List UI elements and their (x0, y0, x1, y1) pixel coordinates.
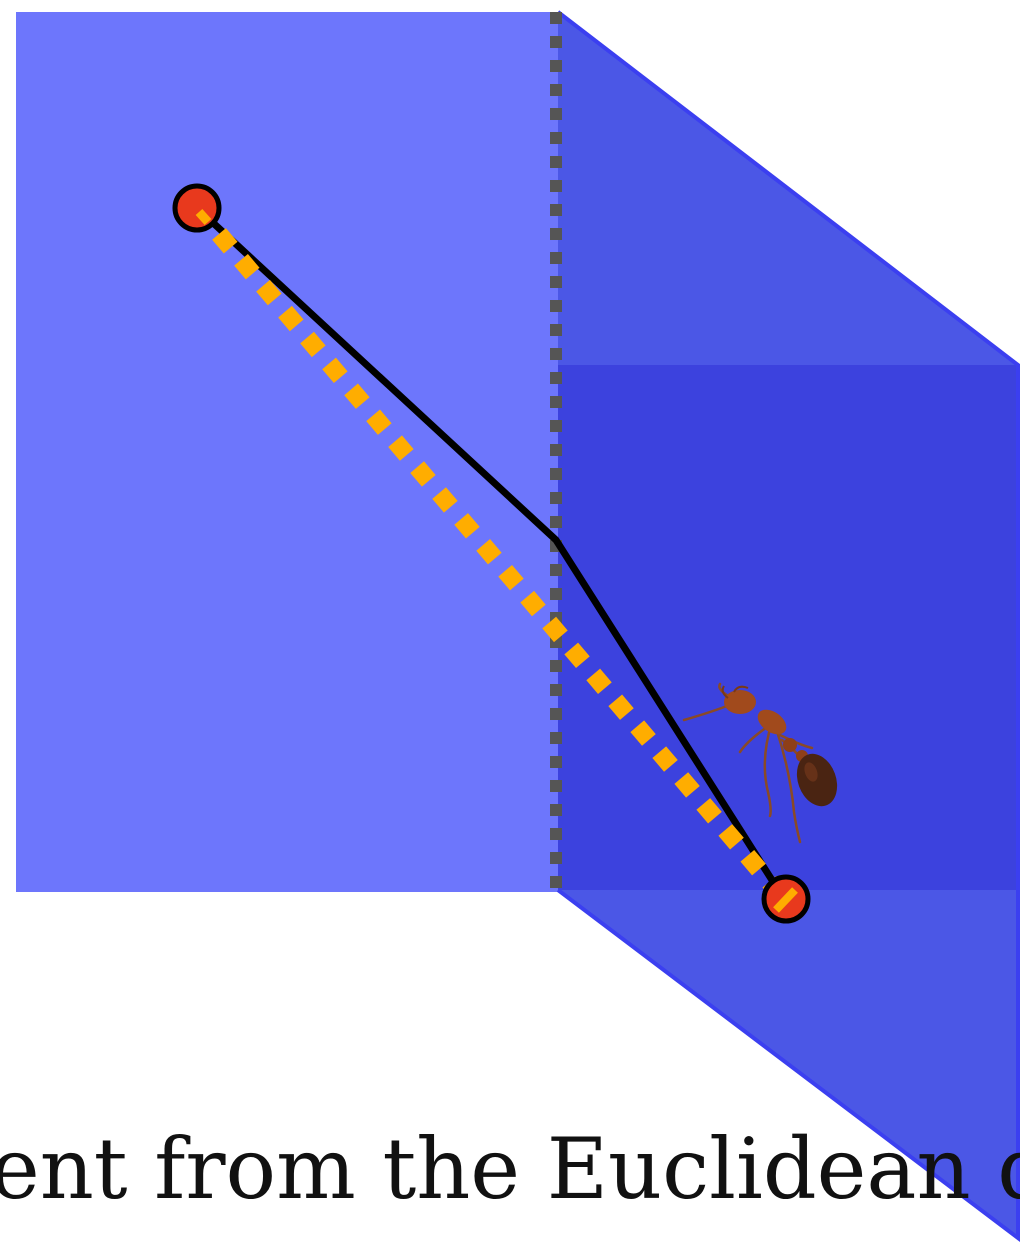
left-plane (16, 12, 558, 892)
ant-head (724, 690, 756, 714)
right-plane-middle (558, 365, 1018, 890)
start-point (175, 186, 219, 230)
caption-text: ent from the Euclidean dista (0, 1120, 1020, 1218)
